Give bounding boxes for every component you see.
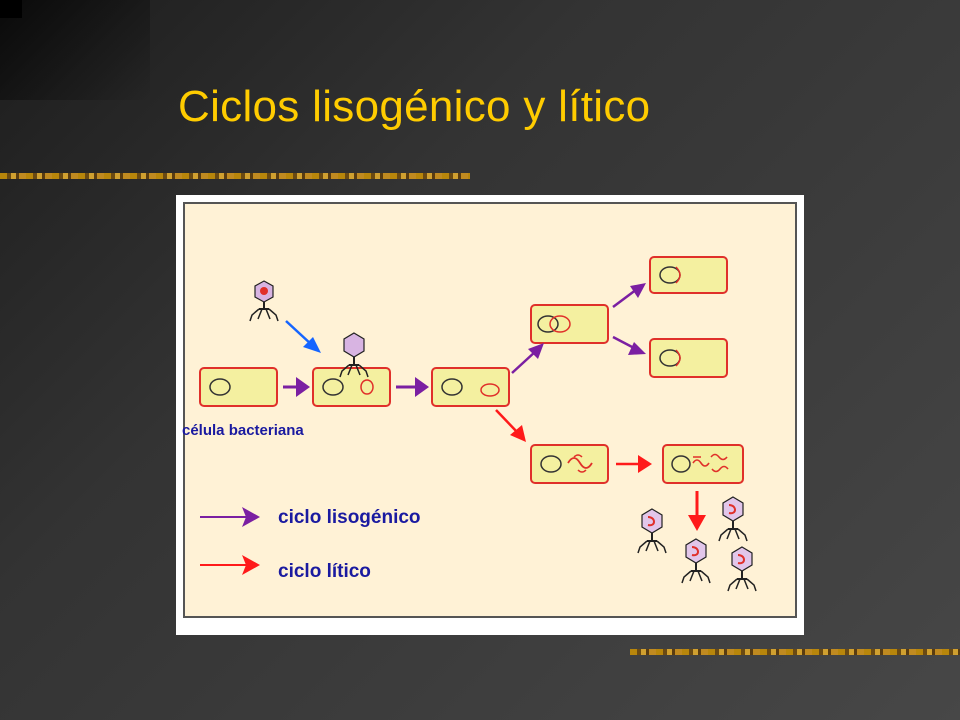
title-underline bbox=[0, 173, 470, 179]
bacterial-cell-7 bbox=[530, 444, 609, 484]
lytic-arrow bbox=[616, 455, 652, 473]
lysogenic-arrow bbox=[396, 377, 429, 397]
bacterial-cell-1 bbox=[199, 367, 278, 407]
lysogenic-arrow bbox=[612, 335, 646, 355]
legend-label: ciclo lítico bbox=[278, 561, 371, 582]
cell-label: célula bacteriana bbox=[182, 422, 304, 439]
lysogenic-arrow bbox=[511, 343, 544, 374]
corner-shading bbox=[0, 0, 150, 100]
corner-square bbox=[0, 0, 22, 18]
bacterial-cell-2 bbox=[312, 367, 391, 407]
lifecycle-figure: célula bacteriana ciclo lisogénico ciclo… bbox=[176, 195, 804, 635]
bacterial-cell-8 bbox=[662, 444, 744, 484]
bottom-rule bbox=[630, 649, 960, 655]
bacterial-cell-6 bbox=[649, 338, 728, 378]
bacterial-cell-5 bbox=[649, 256, 728, 294]
lifecycle-diagram: célula bacteriana ciclo lisogénico ciclo… bbox=[182, 202, 797, 618]
lysogenic-arrow bbox=[612, 283, 646, 308]
legend: ciclo lisogénico ciclo lítico bbox=[200, 507, 421, 582]
bacterial-cell-4 bbox=[530, 304, 609, 344]
legend-item-lysogenic: ciclo lisogénico bbox=[200, 507, 421, 528]
bacterial-cell-3 bbox=[431, 367, 510, 407]
lysogenic-arrow bbox=[283, 377, 310, 397]
legend-item-lytic: ciclo lítico bbox=[200, 555, 371, 582]
lytic-arrow bbox=[688, 491, 706, 531]
lytic-arrow bbox=[495, 409, 526, 442]
slide-title: Ciclos lisogénico y lítico bbox=[178, 82, 651, 131]
legend-label: ciclo lisogénico bbox=[278, 507, 421, 528]
infection-arrow bbox=[285, 320, 321, 353]
